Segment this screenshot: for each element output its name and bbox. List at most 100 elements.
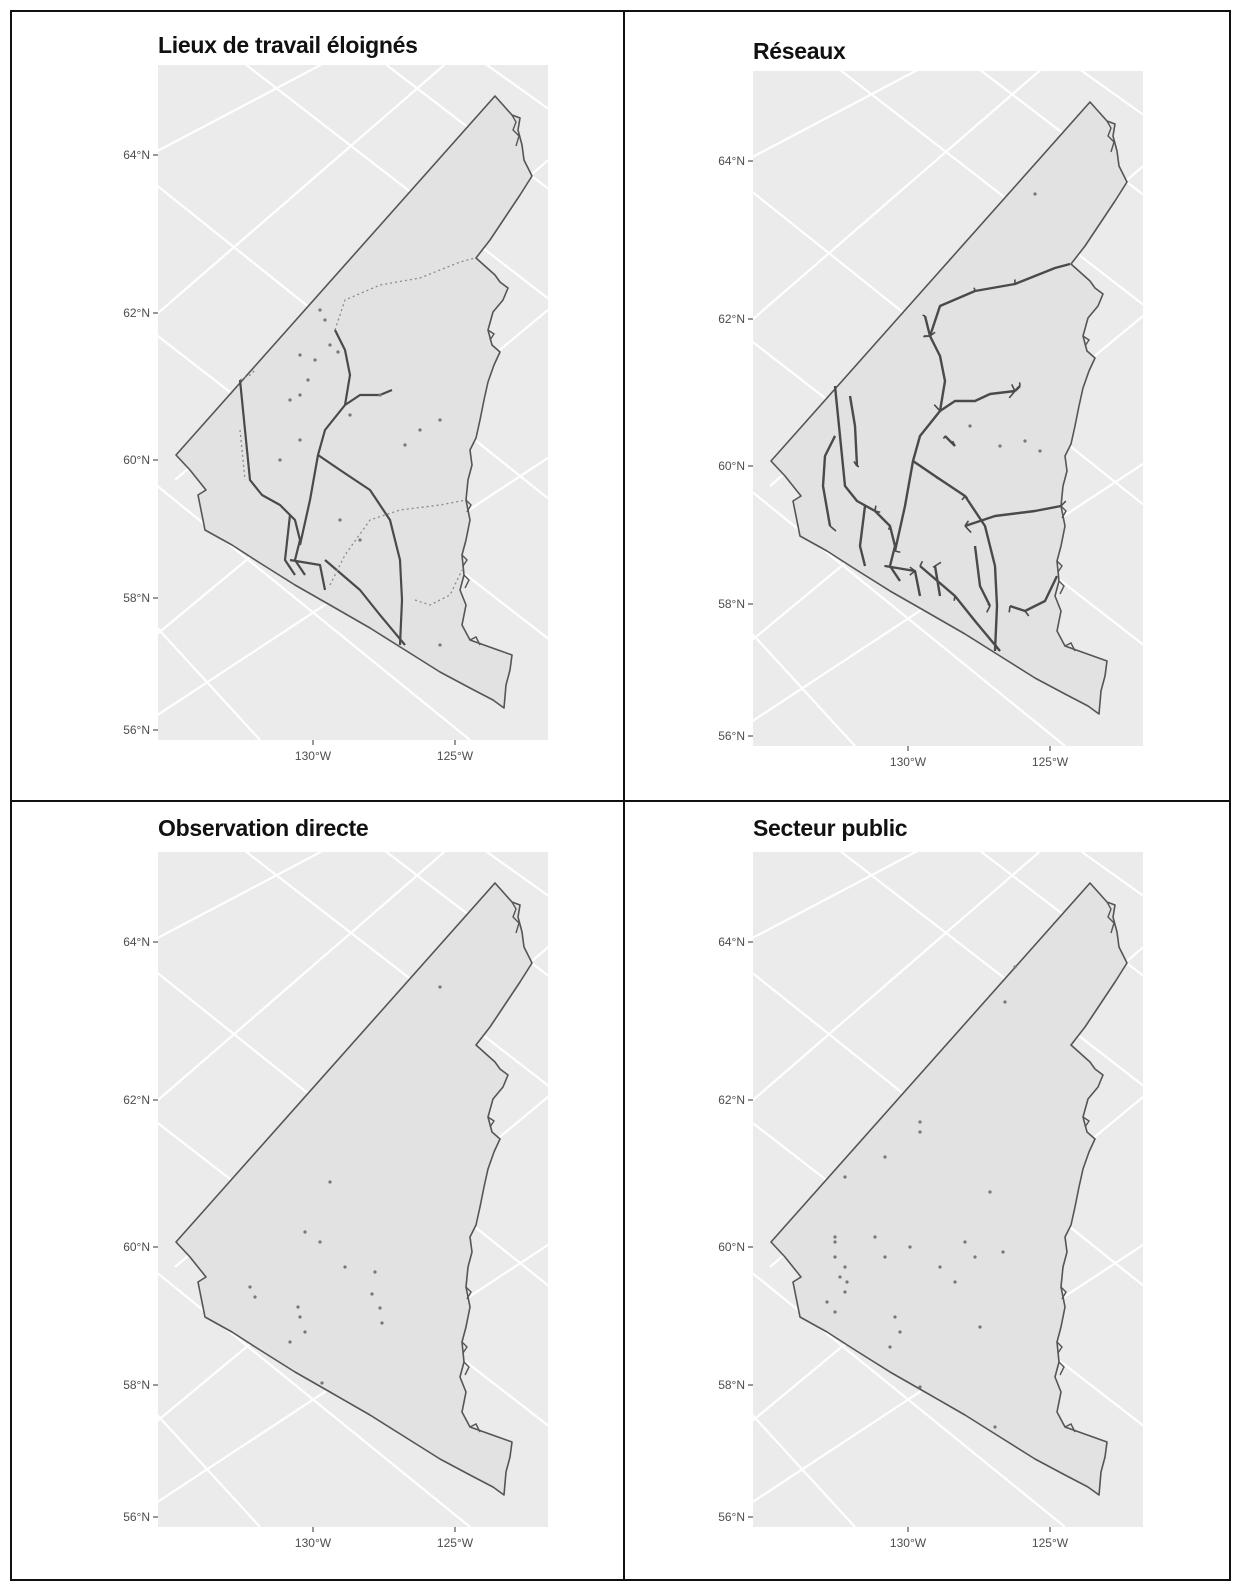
observation-point-5 xyxy=(306,378,310,382)
y-tick-label: 62°N xyxy=(718,1093,745,1107)
network-branch-24 xyxy=(1024,610,1030,617)
network-branch-28 xyxy=(942,435,946,440)
observation-point-18 xyxy=(438,643,442,647)
observation-point-14 xyxy=(298,438,302,442)
road-3 xyxy=(317,454,404,646)
graticule-line-0 xyxy=(753,71,918,159)
observation-point-9 xyxy=(378,393,382,397)
network-branch-34 xyxy=(1010,383,1016,392)
observation-point-22 xyxy=(893,1315,897,1319)
data-layer xyxy=(821,192,1071,652)
y-tick-label: 60°N xyxy=(718,1240,745,1254)
observation-point-8 xyxy=(288,1340,292,1344)
observation-point-12 xyxy=(825,1300,829,1304)
network-branch-31 xyxy=(1008,390,1016,399)
network-branch-16 xyxy=(887,525,891,530)
y-tick-label: 60°N xyxy=(123,1240,150,1254)
observation-point-12 xyxy=(438,418,442,422)
network-branch-5 xyxy=(919,560,924,567)
network-line-15 xyxy=(1014,385,1021,392)
y-tick-label: 60°N xyxy=(123,453,150,467)
region-outline xyxy=(175,95,533,709)
observation-point-1 xyxy=(998,444,1002,448)
observation-point-4 xyxy=(313,358,317,362)
y-tick-label: 58°N xyxy=(718,597,745,611)
x-tick-label: 130°W xyxy=(295,749,332,763)
region-outline xyxy=(770,101,1128,715)
network-branch-30 xyxy=(932,565,936,568)
observation-point-19 xyxy=(978,1325,982,1329)
panel-title: Réseaux xyxy=(753,38,846,64)
observation-point-2 xyxy=(918,1120,922,1124)
minor-road-0 xyxy=(334,257,476,331)
observation-point-6 xyxy=(833,1235,837,1239)
x-tick-label: 125°W xyxy=(437,1536,474,1550)
observation-point-11 xyxy=(403,443,407,447)
observation-point-16 xyxy=(338,518,342,522)
observation-point-0 xyxy=(328,1180,332,1184)
network-line-8 xyxy=(1009,575,1059,613)
observation-point-6 xyxy=(298,1315,302,1319)
observation-point-15 xyxy=(378,1306,382,1310)
observation-point-13 xyxy=(833,1310,837,1314)
graticule-line-1 xyxy=(158,852,446,1102)
road-1 xyxy=(289,558,327,591)
observation-point-25 xyxy=(993,1425,997,1429)
graticule-line-9 xyxy=(158,1414,261,1527)
observation-point-2 xyxy=(328,343,332,347)
border-detail xyxy=(1056,901,1115,1433)
network-line-4 xyxy=(923,315,947,412)
x-tick-label: 130°W xyxy=(890,755,927,769)
graticule-line-11 xyxy=(485,65,548,110)
network-line-13 xyxy=(973,545,992,607)
y-tick-label: 62°N xyxy=(718,312,745,326)
network-branch-39 xyxy=(1060,500,1067,507)
network-branch-38 xyxy=(923,335,931,338)
network-line-14 xyxy=(933,565,942,597)
network-branch-9 xyxy=(833,435,836,438)
graticule-line-9 xyxy=(753,1414,856,1527)
graticule-line-11 xyxy=(485,852,548,897)
network-branch-19 xyxy=(964,495,969,499)
observation-point-15 xyxy=(953,1280,957,1284)
network-branch-11 xyxy=(863,562,866,567)
observation-point-20 xyxy=(988,1190,992,1194)
minor-road-3 xyxy=(239,369,256,381)
observation-point-17 xyxy=(963,1240,967,1244)
network-branch-10 xyxy=(853,460,858,467)
observation-point-10 xyxy=(843,1290,847,1294)
road-6 xyxy=(283,514,296,576)
observation-point-1 xyxy=(303,1230,307,1234)
observation-point-15 xyxy=(278,458,282,462)
observation-point-12 xyxy=(370,1292,374,1296)
network-branch-0 xyxy=(874,505,877,512)
y-tick-label: 62°N xyxy=(123,306,150,320)
x-tick-label: 130°W xyxy=(295,1536,332,1550)
panel-title: Lieux de travail éloignés xyxy=(158,32,418,58)
observation-point-10 xyxy=(298,353,302,357)
observation-point-0 xyxy=(318,308,322,312)
graticule-line-9 xyxy=(753,633,856,746)
y-tick-label: 64°N xyxy=(718,154,745,168)
figure-frame xyxy=(10,10,1231,1581)
observation-point-21 xyxy=(1001,1250,1005,1254)
observation-point-3 xyxy=(336,350,340,354)
observation-point-8 xyxy=(843,1265,847,1269)
panel-title: Observation directe xyxy=(158,815,369,841)
y-tick-label: 64°N xyxy=(123,148,150,162)
observation-point-13 xyxy=(380,1321,384,1325)
y-tick-label: 56°N xyxy=(123,1510,150,1524)
x-tick-label: 125°W xyxy=(1032,755,1069,769)
observation-point-4 xyxy=(253,1295,257,1299)
network-branch-21 xyxy=(953,595,956,601)
x-tick-label: 130°W xyxy=(890,1536,927,1550)
observation-point-4 xyxy=(883,1155,887,1159)
network-branch-13 xyxy=(987,603,991,607)
network-line-6 xyxy=(928,262,1071,337)
